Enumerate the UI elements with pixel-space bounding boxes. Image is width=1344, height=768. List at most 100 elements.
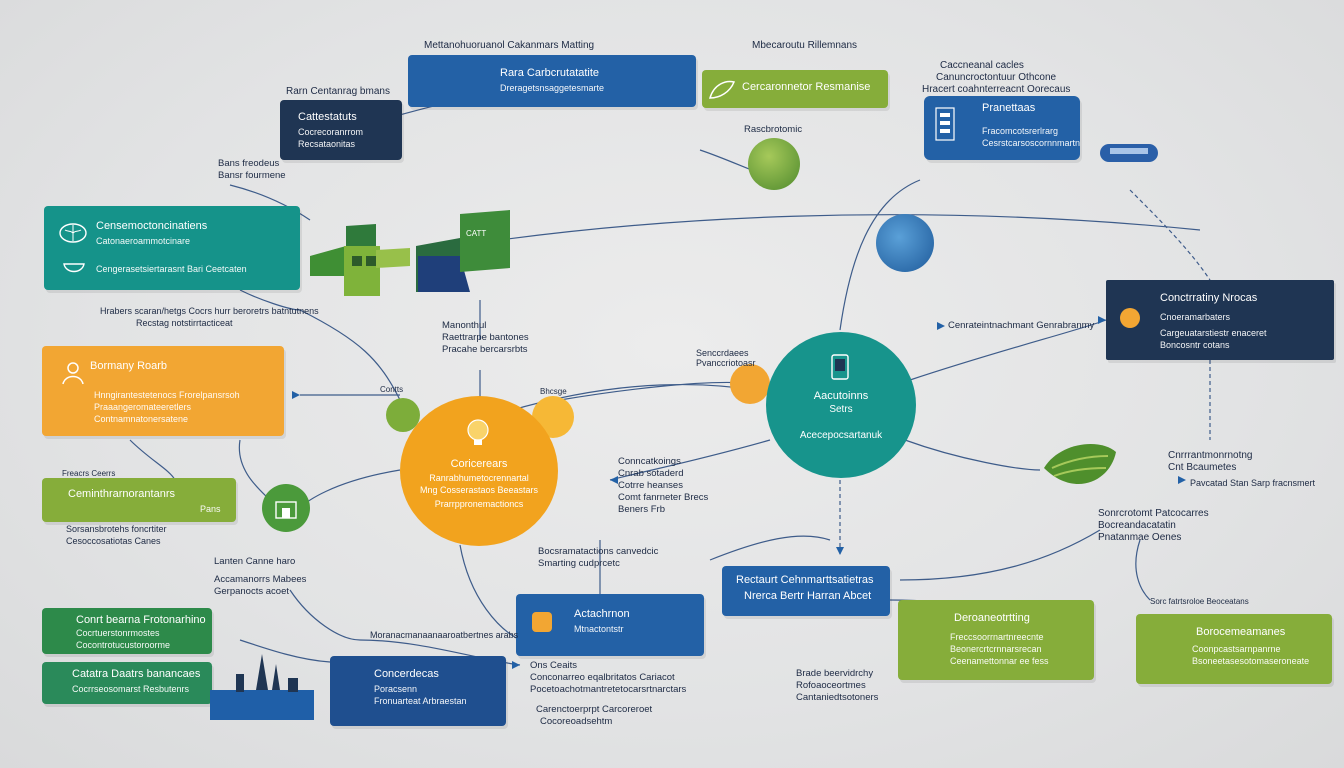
center-bottom-label-1: Bocsramatactions canvedcic xyxy=(538,546,659,557)
bottom-right-label-1: Brade beervidrchy xyxy=(796,668,874,679)
green-box-top[interactable]: Cercaronnetor Resmanise xyxy=(702,70,888,108)
blue-center-bottom-box[interactable]: Actachrnon Mtnactontstr xyxy=(516,594,704,656)
right-label-3: Pavcatad Stan Sarp fracnsmert xyxy=(1190,478,1316,488)
bowl-icon xyxy=(63,263,85,273)
right-top-label-1: Caccneanal cacles xyxy=(940,60,1024,71)
leaf-hands-icon xyxy=(1044,444,1116,485)
arrow-head xyxy=(1178,476,1186,484)
bulb-label: Rascbrotomic xyxy=(744,124,803,135)
teal-circle[interactable]: Aacutoinns Setrs Acecepocsartanuk xyxy=(766,332,916,478)
blue-center-right-box[interactable]: Rectaurt Cehnmarttsatietras Nrerca Bertr… xyxy=(722,566,890,616)
navy-bottom-box[interactable]: Concerdecas Poracsenn Fronuarteat Arbrae… xyxy=(330,656,506,726)
train-icon xyxy=(1100,144,1158,162)
right-top-label-3: Hracert coahnterreacnt Oorecaus xyxy=(922,84,1071,95)
lightbulb-icon xyxy=(467,419,489,445)
arrow-head xyxy=(836,547,844,555)
small-circle-label: Contts xyxy=(380,385,404,394)
navy-top-left-box[interactable]: Cattestatuts Cocrecoranrrom Recsataonita… xyxy=(280,100,402,160)
orange-circle[interactable]: Coricerears Ranrabhumetocrennartal Mng C… xyxy=(400,396,558,546)
bottom-left-label-2: Accamanorrs Mabees xyxy=(214,574,307,585)
card-icon xyxy=(532,612,552,632)
globe-icon xyxy=(876,214,934,272)
top-header-label: Mettanohuoruanol Cakanmars Matting xyxy=(424,40,595,51)
connector-line xyxy=(899,529,1101,581)
arrow-head xyxy=(937,322,945,330)
center-left-label-4: Comt fanrneter Brecs xyxy=(618,492,709,503)
brain-icon xyxy=(59,223,87,243)
connector-line xyxy=(904,439,1041,471)
center-left-label-2: Cnrab sotaderd xyxy=(618,468,684,479)
lime-right-mid-box[interactable]: Deroaneotrtting Freccsoorrnartnreecnte B… xyxy=(898,600,1094,680)
factory-small-icon xyxy=(262,484,310,532)
small-top-left-label: Freacrs Ceerrs xyxy=(62,469,116,478)
right-top-label-2: Canuncroctontuur Othcone xyxy=(936,72,1057,83)
connector-line xyxy=(299,309,401,401)
right-blue-box[interactable]: Pranettaas Fracomcotsrerlrarg Cesrstcars… xyxy=(924,96,1080,160)
bulb-icon xyxy=(748,138,800,190)
lime-left-caption-1: Sorsansbrotehs foncrtiter xyxy=(66,524,167,534)
connector-line xyxy=(499,214,1201,241)
teal-circle-label-2: Pvanccriotoasr xyxy=(696,358,756,368)
bottom-center-label-1: Ons Ceaits xyxy=(530,660,577,671)
bottom-left-label-1: Lanten Canne haro xyxy=(214,556,296,567)
bottom-right-label-3: Cantaniedtsotoners xyxy=(796,692,879,703)
arrow-head xyxy=(1098,316,1106,324)
connector-line xyxy=(459,544,521,641)
right-mid-label: Cenrateintnachmant Genrabranmy xyxy=(948,320,1095,331)
connector-line xyxy=(1129,189,1211,281)
right-label2-3: Pnatanmae Oenes xyxy=(1098,532,1182,543)
lime-left-box[interactable]: Ceminthrarnorantanrs Pans xyxy=(42,478,236,522)
teal-left-caption: Hrabers scaran/hetgs Cocrs hurr beroretr… xyxy=(100,306,319,316)
center-left-label-5: Beners Frb xyxy=(618,504,665,515)
connector-line xyxy=(909,319,1107,381)
left-top-label: Rarn Centanrag bmans xyxy=(286,86,390,97)
right-label2-2: Bocreandacatatin xyxy=(1098,520,1176,531)
building-icon xyxy=(275,501,297,519)
connector-line xyxy=(609,439,771,481)
top-right-header-label: Mbecaroutu Rillemnans xyxy=(752,40,858,51)
connector-line xyxy=(709,535,831,561)
connector-line xyxy=(229,184,311,221)
connector-line xyxy=(239,289,301,311)
orange-connector-dot xyxy=(730,364,770,404)
bottom-right-label-2: Rofoaoceortmes xyxy=(796,680,866,691)
teal-left-box[interactable]: Censemoctoncinatiens Catonaeroammotcinar… xyxy=(44,206,300,290)
mid-label-2: Raettrarpe bantones xyxy=(442,332,529,343)
green-bottom-left-box-2[interactable]: Catatra Daatrs banancaes Cocrrseosomarst… xyxy=(42,662,212,704)
left-mid-label-1: Bans freodeus xyxy=(218,158,280,169)
mid-label-1: Manonthul xyxy=(442,320,487,331)
factory-building-icon: CATT xyxy=(310,210,510,296)
connector-line xyxy=(239,639,331,663)
right-label-1: Cnrrrantmonrnotng xyxy=(1168,450,1253,461)
center-label: Bhcsge xyxy=(540,387,567,396)
person-icon xyxy=(62,362,84,385)
bottom-left-label-3: Gerpanocts acoet xyxy=(214,586,289,597)
connector-line xyxy=(238,439,271,501)
orange-left-box[interactable]: Bormany Roarb Hnngirantestetenocs Frorel… xyxy=(42,346,284,436)
mid-label-3: Pracahe bercarsrbts xyxy=(442,344,528,355)
right-label-2: Cnt Bcaumetes xyxy=(1168,462,1237,473)
navy-right-box[interactable]: Conctrratiny Nrocas Cnoeramarbaters Carg… xyxy=(1106,280,1334,360)
bottom-center-label-3: Pocetoachotmantretetocarsrtnarctars xyxy=(530,684,687,695)
lime-right-box[interactable]: Borocemeamanes Coonpcastsarnpanrne Bsone… xyxy=(1136,614,1332,684)
top-blue-box[interactable]: Rara Carbcrutatatite Dreragetsnsaggetesm… xyxy=(408,55,696,107)
bottom-center-label-2b: Cocoreoadsehtm xyxy=(540,716,613,727)
leaf-icon xyxy=(709,80,736,99)
green-bottom-left-box[interactable]: Conrt bearna Frotonarhino Cocrtuerstonrm… xyxy=(42,608,212,654)
lime-left-caption-2: Cesoccosatiotas Canes xyxy=(66,536,161,546)
connector-line xyxy=(289,589,361,641)
center-left-label-3: Cotrre heanses xyxy=(618,480,683,491)
right-label2-1: Sonrcrotomt Patcocarres xyxy=(1098,508,1209,519)
teal-circle-label-1: Senccrdaees xyxy=(696,348,749,358)
teal-left-caption-2: Recstag notstirrtacticeat xyxy=(136,318,233,328)
phone-icon xyxy=(831,354,849,380)
center-left-label-1: Conncatkoings xyxy=(618,456,681,467)
factory-label: CATT xyxy=(466,229,486,238)
city-skyline-icon xyxy=(210,654,314,720)
arrow-head xyxy=(292,391,300,399)
connector-line xyxy=(129,439,176,481)
center-bottom-label-2: Smarting cudprcetc xyxy=(538,558,620,569)
bottom-center-label-2: Conconarreo eqalbritatos Cariacot xyxy=(530,672,675,683)
connector-line xyxy=(839,179,921,331)
